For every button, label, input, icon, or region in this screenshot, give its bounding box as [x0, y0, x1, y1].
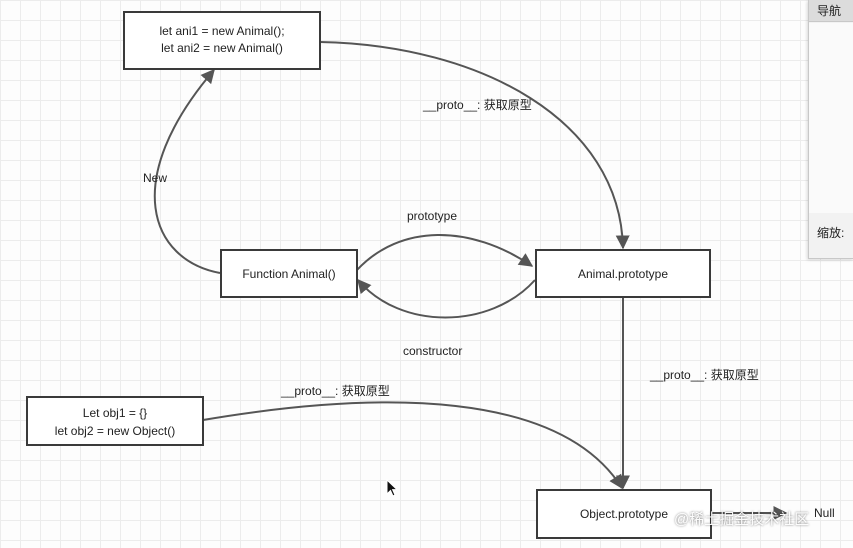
constructor-edge — [357, 278, 536, 319]
navigator-title: 导航 — [809, 0, 853, 22]
constructor-label: constructor — [403, 344, 462, 358]
navigator-panel[interactable]: 导航 缩放: — [808, 0, 853, 259]
object-prototype-label: Object.prototype — [580, 507, 668, 521]
null-label: Null — [814, 506, 835, 520]
instances-line-1: let ani1 = new Animal(); — [159, 24, 284, 38]
function-animal-node[interactable]: Function Animal() — [220, 249, 358, 298]
function-animal-label: Function Animal() — [242, 267, 335, 281]
instances-node[interactable]: let ani1 = new Animal(); let ani2 = new … — [123, 11, 321, 70]
objects-line-2: let obj2 = new Object() — [55, 424, 175, 438]
proto-edge-instances — [319, 41, 630, 250]
prototype-edge — [356, 234, 534, 271]
animal-prototype-node[interactable]: Animal.prototype — [535, 249, 711, 298]
object-prototype-node[interactable]: Object.prototype — [536, 489, 712, 539]
objects-line-1: Let obj1 = {} — [83, 406, 147, 420]
prototype-label: prototype — [407, 209, 457, 223]
proto-edge-objects — [202, 401, 623, 490]
proto-label-top: __proto__: 获取原型 — [422, 98, 532, 112]
watermark: @稀土掘金技术社区 — [674, 511, 810, 528]
objects-node[interactable]: Let obj1 = {} let obj2 = new Object() — [26, 396, 204, 446]
mouse-cursor-icon — [386, 479, 399, 497]
proto-label-bottom: __proto__: 获取原型 — [280, 384, 390, 398]
zoom-label: 缩放: — [817, 226, 845, 240]
navigator-preview[interactable] — [809, 23, 853, 213]
new-edge — [153, 68, 221, 274]
proto-label-right: __proto__: 获取原型 — [649, 368, 759, 382]
animal-prototype-label: Animal.prototype — [578, 267, 668, 281]
new-label: New — [143, 171, 167, 185]
instances-line-2: let ani2 = new Animal() — [161, 41, 283, 55]
